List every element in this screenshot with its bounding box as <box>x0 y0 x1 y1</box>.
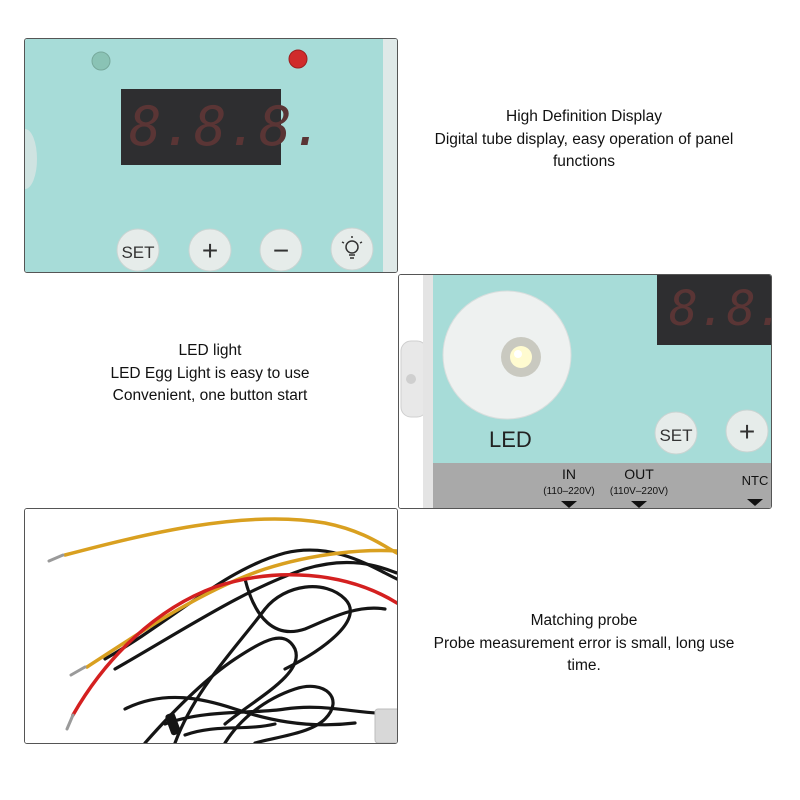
caption-title: High Definition Display <box>506 108 662 125</box>
svg-text:8.8.: 8.8. <box>669 281 771 337</box>
probe-connector <box>374 708 397 743</box>
led-caption: LED light LED Egg Light is easy to use C… <box>24 340 396 408</box>
terminal-ntc: NTC <box>742 473 769 506</box>
set-button: SET <box>116 228 160 272</box>
lightbulb-icon <box>341 236 363 259</box>
terminal-in: IN (110–220V) <box>543 466 595 508</box>
seven-segment-display <box>121 89 281 165</box>
svg-text:+: + <box>202 235 218 266</box>
terminal-strip <box>433 463 771 508</box>
red-wire <box>71 573 397 717</box>
red-indicator-light <box>288 49 308 69</box>
led-photo-panel: 8.8. LED SET + IN (110–220V) OUT (110V–2… <box>398 274 772 509</box>
caption-line: Digital tube display, easy operation of … <box>434 130 734 148</box>
display-photo: 8.8.8. SET + − <box>25 39 397 272</box>
caption-line: LED Egg Light is easy to use <box>110 364 310 382</box>
svg-text:−: − <box>273 235 289 266</box>
caption-title: LED light <box>178 342 242 359</box>
cable-tie <box>165 712 181 736</box>
caption-line: functions <box>552 153 616 170</box>
minus-button: − <box>259 228 303 272</box>
caption-line: time. <box>567 657 601 674</box>
led-photo: 8.8. LED SET + IN (110–220V) OUT (110V–2… <box>399 275 771 508</box>
svg-text:(110–220V): (110–220V) <box>543 486 595 497</box>
svg-text:IN: IN <box>562 466 576 482</box>
caption-line: Convenient, one button start <box>112 387 308 404</box>
led-bulb <box>510 346 532 368</box>
caption-title: Matching probe <box>530 612 638 629</box>
svg-text:SET: SET <box>659 426 692 445</box>
svg-text:(110V–220V): (110V–220V) <box>610 486 668 497</box>
svg-text:+: + <box>739 416 755 447</box>
probe-photo-panel <box>24 508 398 744</box>
green-indicator-light <box>91 51 111 71</box>
display-caption: High Definition Display Digital tube dis… <box>404 106 764 174</box>
svg-text:OUT: OUT <box>624 466 654 482</box>
svg-text:NTC: NTC <box>742 473 769 488</box>
lightbulb-button <box>330 227 374 271</box>
terminal-out: OUT (110V–220V) <box>610 466 668 508</box>
probe-wires-photo <box>25 509 397 743</box>
led-label: LED <box>489 427 532 452</box>
set-button: SET <box>654 411 698 455</box>
probe-caption: Matching probe Probe measurement error i… <box>404 610 764 678</box>
wire-tips <box>47 553 87 731</box>
svg-text:SET: SET <box>121 243 154 262</box>
caption-line: Probe measurement error is small, long u… <box>433 634 735 652</box>
segment-digits: 8.8.8. <box>129 95 324 158</box>
plus-button: + <box>188 228 232 272</box>
plus-button: + <box>725 409 769 453</box>
seven-segment-display <box>657 275 771 345</box>
display-photo-panel: 8.8.8. SET + − <box>24 38 398 273</box>
